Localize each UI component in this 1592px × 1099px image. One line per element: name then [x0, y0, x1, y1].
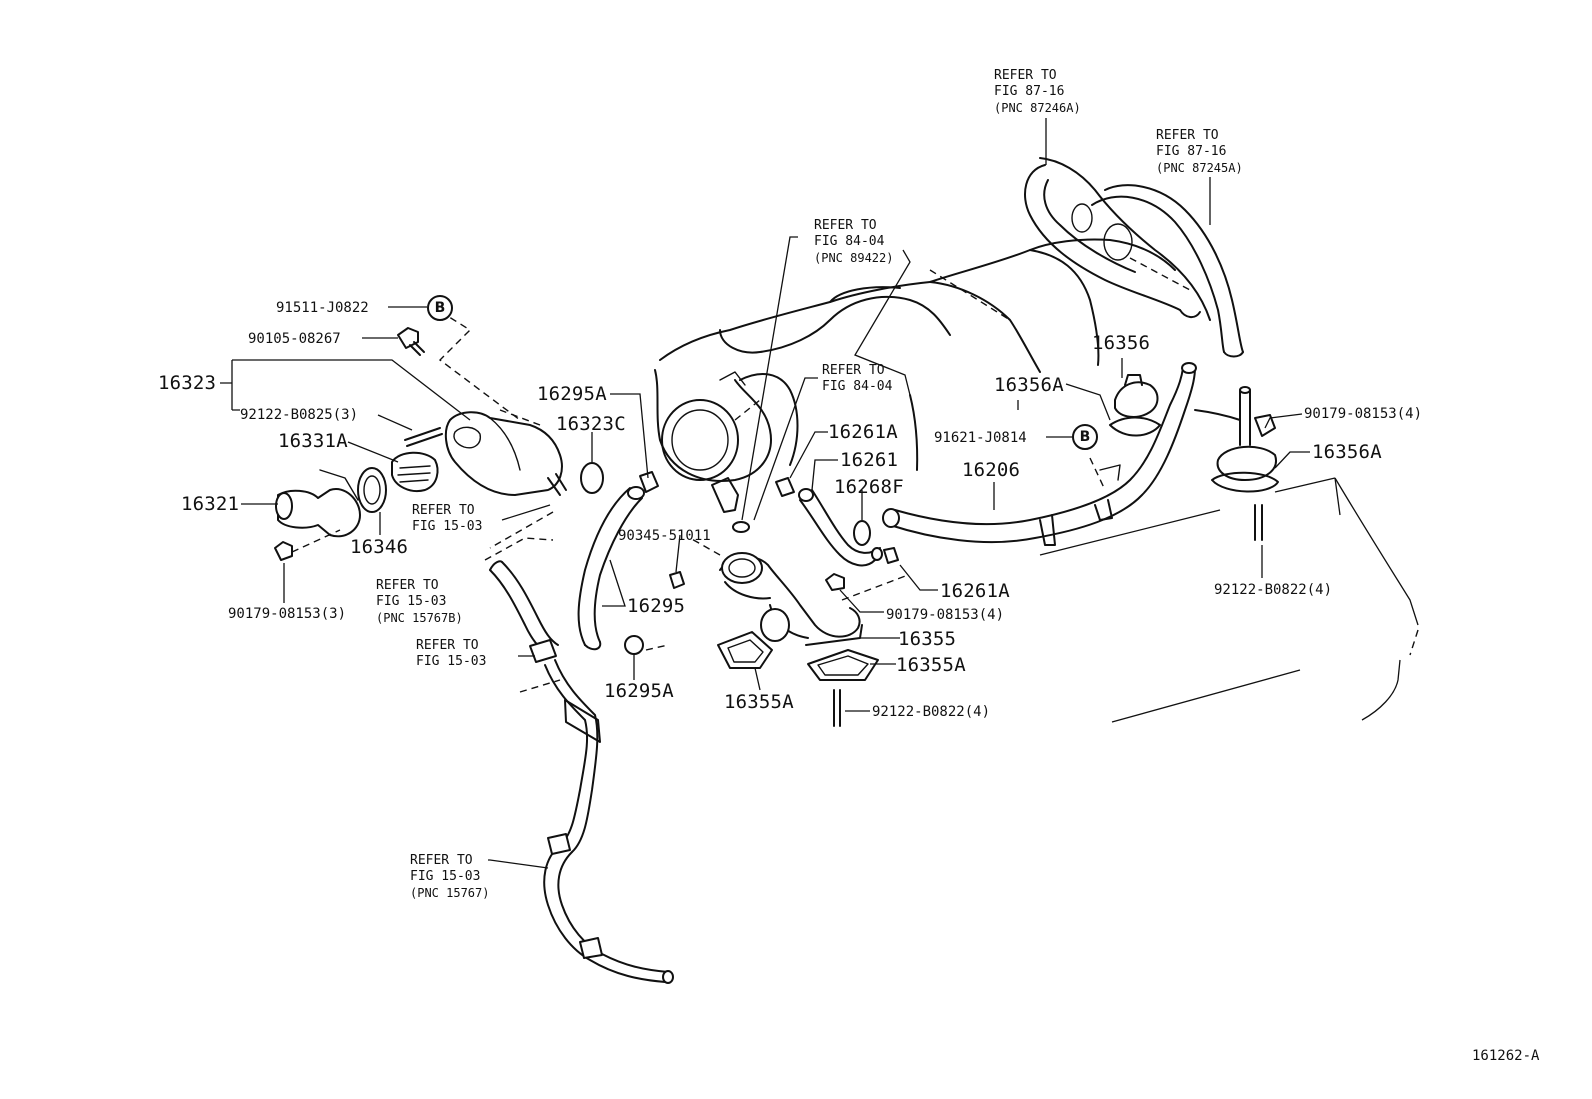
reference-line: REFER TO — [1156, 128, 1219, 143]
part-label-90179-08153-3: 90179-08153(3) — [228, 606, 347, 622]
part-label-16206: 16206 — [962, 459, 1021, 481]
part-label-16331A: 16331A — [278, 430, 348, 452]
part-label-16321: 16321 — [181, 493, 240, 515]
reference-line: (PNC 89422) — [814, 251, 894, 265]
reference-line: FIG 84-04 — [822, 379, 893, 394]
reference-fig-84-04-b: REFER TO FIG 84-04 — [822, 363, 892, 395]
part-label-91511-J0822: 91511-J0822 — [276, 300, 369, 316]
part-label-16261: 16261 — [840, 449, 899, 471]
thermostat-housing — [274, 304, 567, 561]
part-label-16355A-left: 16355A — [724, 691, 794, 713]
water-outlet — [717, 552, 909, 727]
reference-line: REFER TO — [410, 853, 473, 868]
part-label-16268F: 16268F — [834, 476, 904, 498]
reference-line: FIG 15-03 — [410, 869, 481, 884]
part-label-16295A-bottom: 16295A — [604, 680, 674, 702]
reference-line: REFER TO — [994, 68, 1057, 83]
reference-line: FIG 87-16 — [1156, 144, 1227, 159]
part-label-16356A-left: 16356A — [994, 374, 1064, 396]
part-label-92122-B0825-3: 92122-B0825(3) — [240, 407, 359, 423]
part-label-90179-08153-4-right: 90179-08153(4) — [1304, 406, 1423, 422]
reference-line: REFER TO — [822, 363, 885, 378]
reference-line: (PNC 87246A) — [994, 101, 1081, 115]
part-label-92122-B0822-4-right: 92122-B0822(4) — [1214, 582, 1333, 598]
reference-fig-15-03-b: REFER TO FIG 15-03 (PNC 15767B) — [376, 578, 463, 626]
bypass-hose-refer-15-03 — [484, 537, 674, 984]
part-label-90105-08267: 90105-08267 — [248, 331, 341, 347]
figure-code: 161262-A — [1472, 1048, 1540, 1064]
hoses — [577, 462, 899, 655]
reference-line: REFER TO — [814, 218, 877, 233]
reference-line: FIG 15-03 — [376, 594, 447, 609]
intake-manifold — [654, 238, 1176, 482]
part-label-16356: 16356 — [1092, 332, 1151, 354]
reference-fig-87-16-b: REFER TO FIG 87-16 (PNC 87245A) — [1156, 128, 1243, 176]
reference-line: FIG 15-03 — [416, 654, 487, 669]
reference-line: (PNC 15767) — [410, 886, 490, 900]
part-label-16261A-top: 16261A — [828, 421, 898, 443]
part-label-90345-51011: 90345-51011 — [618, 528, 711, 544]
part-label-16346: 16346 — [350, 536, 409, 558]
part-label-91621-J0814: 91621-J0814 — [934, 430, 1027, 446]
reference-line: REFER TO — [416, 638, 479, 653]
reference-line: FIG 84-04 — [814, 234, 885, 249]
part-label-16323C: 16323C — [556, 413, 626, 435]
reference-fig-87-16-a: REFER TO FIG 87-16 (PNC 87246A) — [994, 68, 1081, 116]
callout-b-top: B — [427, 295, 453, 321]
part-label-16355A-right: 16355A — [896, 654, 966, 676]
reference-line: FIG 15-03 — [412, 519, 483, 534]
heater-hoses-refer-87-16 — [1024, 157, 1244, 358]
reference-fig-15-03-a: REFER TO FIG 15-03 — [412, 503, 482, 535]
part-label-16295A-top: 16295A — [537, 383, 607, 405]
reference-line: REFER TO — [412, 503, 475, 518]
leader-lines — [220, 118, 1310, 869]
part-label-16356A-right: 16356A — [1312, 441, 1382, 463]
water-bypass-pipe — [882, 362, 1419, 723]
reference-line: (PNC 15767B) — [376, 611, 463, 625]
reference-fig-15-03-d: REFER TO FIG 15-03 (PNC 15767) — [410, 853, 489, 901]
part-label-16295: 16295 — [627, 595, 686, 617]
reference-fig-15-03-c: REFER TO FIG 15-03 — [416, 638, 486, 670]
reference-line: (PNC 87245A) — [1156, 161, 1243, 175]
callout-b-right: B — [1072, 424, 1098, 450]
part-label-92122-B0822-4-mid: 92122-B0822(4) — [872, 704, 991, 720]
reference-fig-84-04-a: REFER TO FIG 84-04 (PNC 89422) — [814, 218, 893, 266]
part-label-16355: 16355 — [898, 628, 957, 650]
part-label-16323: 16323 — [158, 372, 217, 394]
reference-line: REFER TO — [376, 578, 439, 593]
reference-line: FIG 87-16 — [994, 84, 1065, 99]
part-label-90179-08153-4-mid: 90179-08153(4) — [886, 607, 1005, 623]
part-label-16261A-mid: 16261A — [940, 580, 1010, 602]
